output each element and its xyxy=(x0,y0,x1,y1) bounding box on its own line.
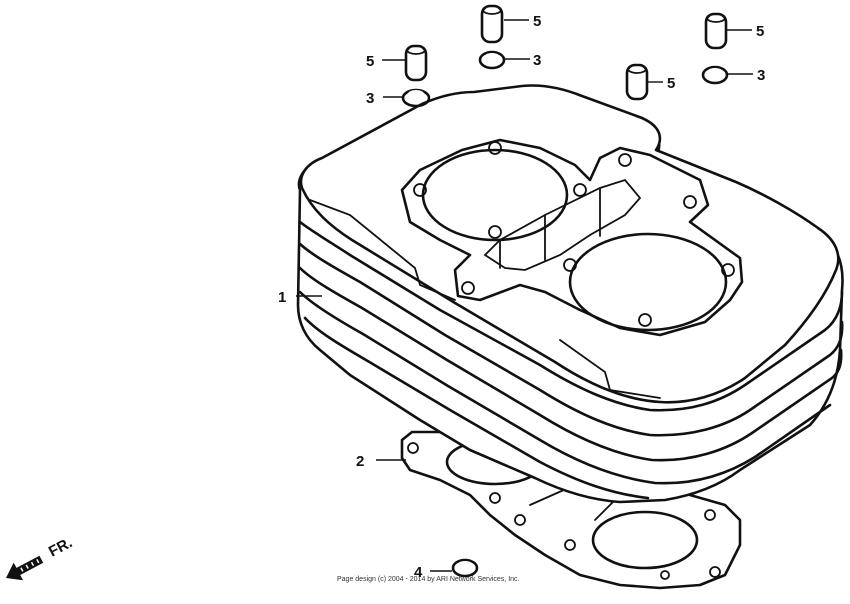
callout-dowel-b: 5 xyxy=(533,13,541,30)
dowel-pin-b xyxy=(480,4,504,44)
cylinder-block xyxy=(296,84,844,504)
dowel-pin-c xyxy=(625,63,649,101)
leader-lines xyxy=(296,19,753,572)
seal-a xyxy=(401,88,431,108)
callout-seal-a: 3 xyxy=(366,90,374,107)
callout-oring: 4 xyxy=(414,564,423,581)
o-ring xyxy=(451,558,479,578)
callout-seal-b: 3 xyxy=(533,52,541,69)
front-direction-label: FR. xyxy=(46,534,75,560)
seal-c xyxy=(701,65,729,85)
callout-dowel-c: 5 xyxy=(667,75,675,92)
dowel-pin-d xyxy=(704,12,728,50)
seal-b xyxy=(478,50,506,70)
dowel-pin-a xyxy=(404,44,428,82)
copyright-footer: Page design (c) 2004 - 2014 by ARI Netwo… xyxy=(337,576,520,583)
front-direction-arrow-icon xyxy=(6,555,44,581)
callout-cylinder: 1 xyxy=(278,289,286,306)
callout-dowel-a: 5 xyxy=(366,53,374,70)
callout-seal-c: 3 xyxy=(757,67,765,84)
callout-dowel-d: 5 xyxy=(756,23,764,40)
callout-gasket: 2 xyxy=(356,453,364,470)
